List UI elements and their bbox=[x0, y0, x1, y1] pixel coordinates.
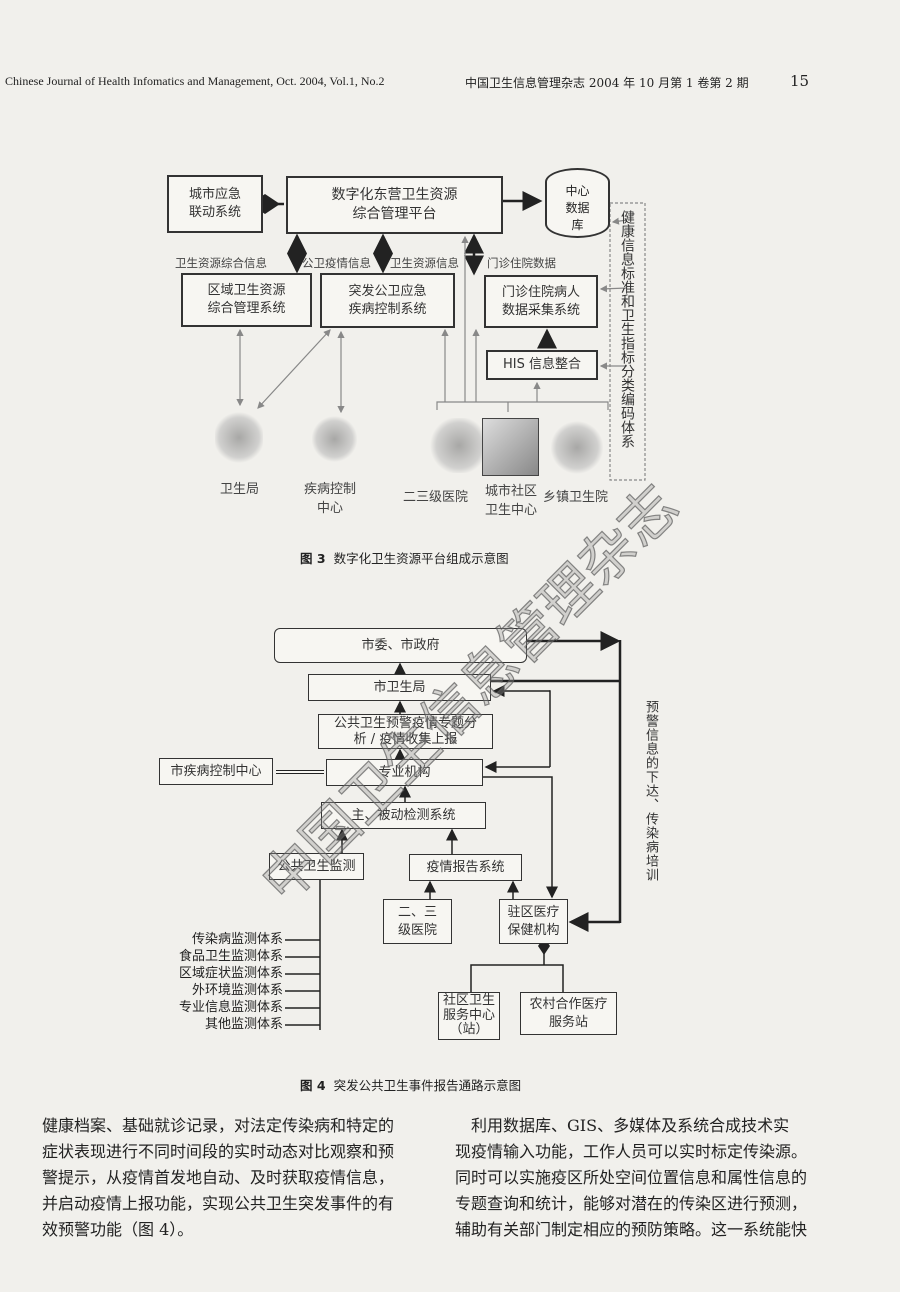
running-header: Chinese Journal of Health Infomatics and… bbox=[5, 72, 895, 94]
patient-system-box: 门诊住院病人数据采集系统 bbox=[484, 275, 598, 328]
township-figure-icon bbox=[551, 420, 603, 475]
bureau-label: 卫生局 bbox=[220, 482, 260, 497]
hospitals-box: 二、三级医院 bbox=[383, 899, 452, 944]
monitoring-systems-list: 传染病监测体系 食品卫生监测体系 区域症状监测体系 外环境监测体系 专业信息监测… bbox=[150, 931, 283, 1033]
central-database-cylinder: 中心数据库 bbox=[545, 168, 610, 238]
label-resource-info: 卫生资源综合信息 bbox=[175, 256, 267, 270]
government-box: 市委、市政府 bbox=[274, 628, 527, 663]
journal-name-cn: 中国卫生信息管理杂志 2004 年 10 月第 1 卷第 2 期 bbox=[465, 76, 749, 90]
health-bureau-box: 市卫生局 bbox=[308, 674, 491, 701]
emergency-system-box: 突发公卫应急疾病控制系统 bbox=[320, 273, 455, 328]
label-health-resource-info: 卫生资源信息 bbox=[390, 256, 459, 270]
system-item: 传染病监测体系 bbox=[191, 932, 283, 947]
rural-station-box: 农村合作医疗服务站 bbox=[520, 992, 617, 1035]
township-label: 乡镇卫生院 bbox=[543, 490, 609, 505]
label-outpatient-data: 门诊住院数据 bbox=[487, 256, 556, 270]
standards-label: 健康信息标准和卫生指标分类编码体系 bbox=[619, 210, 635, 448]
community-label: 城市社区卫生中心 bbox=[484, 484, 537, 518]
system-item: 食品卫生监测体系 bbox=[178, 949, 283, 964]
city-emergency-system-box: 城市应急联动系统 bbox=[167, 175, 263, 233]
district-care-box: 驻区医疗保健机构 bbox=[499, 899, 568, 944]
regional-system-box: 区域卫生资源综合管理系统 bbox=[181, 273, 312, 327]
hospital-label: 二三级医院 bbox=[403, 490, 469, 505]
label-epidemic-info: 公卫疫情信息 bbox=[302, 256, 371, 270]
community-center-box: 社区卫生服务中心（站） bbox=[438, 992, 500, 1040]
cdc-box: 市疾病控制中心 bbox=[159, 758, 273, 785]
bureau-figure-icon bbox=[215, 410, 263, 465]
page-number: 15 bbox=[790, 72, 810, 90]
hospital-figure-icon bbox=[428, 418, 490, 473]
agency-box: 专业机构 bbox=[326, 759, 483, 786]
report-system-box: 疫情报告系统 bbox=[409, 854, 522, 881]
system-item: 其他监测体系 bbox=[204, 1017, 283, 1032]
system-item: 外环境监测体系 bbox=[191, 983, 283, 998]
journal-name-en: Chinese Journal of Health Infomatics and… bbox=[5, 74, 385, 88]
body-text-left: 健康档案、基础就诊记录，对法定传染病和特定的症状表现进行不同时间段的实时动态对比… bbox=[42, 1116, 395, 1239]
system-item: 区域症状监测体系 bbox=[178, 966, 283, 981]
community-figure-icon bbox=[482, 418, 539, 476]
body-text-right: 利用数据库、GIS、多媒体及系统合成技术实现疫情输入功能，工作人员可以实时标定传… bbox=[455, 1116, 808, 1239]
side-label: 预警信息的下达、传染病培训 bbox=[643, 700, 658, 882]
monitoring-box: 公共卫生监测 bbox=[269, 853, 364, 880]
database-label: 中心数据库 bbox=[565, 183, 590, 232]
detection-box: 主、被动检测系统 bbox=[321, 802, 486, 829]
his-box: HIS 信息整合 bbox=[486, 350, 598, 380]
cdc-label: 疾病控制中心 bbox=[303, 482, 356, 516]
cdc-figure-icon bbox=[312, 415, 357, 463]
system-item: 专业信息监测体系 bbox=[178, 1000, 283, 1015]
analysis-box: 公共卫生预警疫情专题分析 / 疫情收集上报 bbox=[318, 714, 493, 749]
platform-box: 数字化东营卫生资源综合管理平台 bbox=[286, 176, 503, 234]
